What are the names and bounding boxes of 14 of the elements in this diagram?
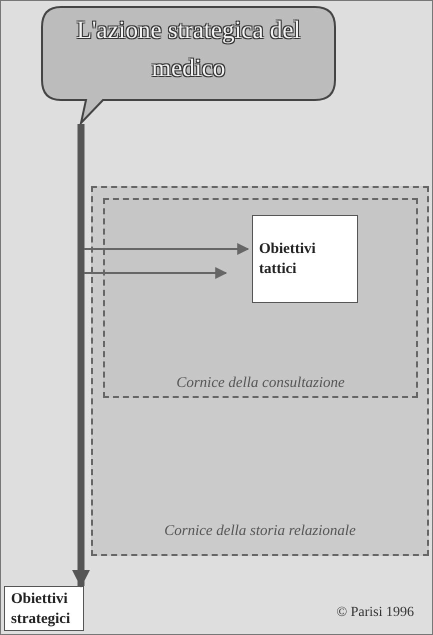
frame (91, 186, 429, 556)
box-label: Obiettivi strategici (10, 590, 72, 628)
frame-label: Cornice della consultazione (175, 375, 346, 392)
box-label: Obiettivi tattici (258, 240, 317, 279)
arrow (72, 124, 90, 588)
copyright-note: © Parisi 1996 (336, 605, 414, 621)
bubble-title: L'azione strategica del medico (76, 16, 302, 84)
speech-bubble (41, 6, 336, 124)
arrow (84, 243, 250, 255)
arrow (84, 267, 228, 279)
frame-label: Cornice della storia relazionale (163, 523, 357, 540)
frame (103, 198, 418, 398)
process-box (252, 215, 358, 303)
process-box (4, 586, 84, 631)
